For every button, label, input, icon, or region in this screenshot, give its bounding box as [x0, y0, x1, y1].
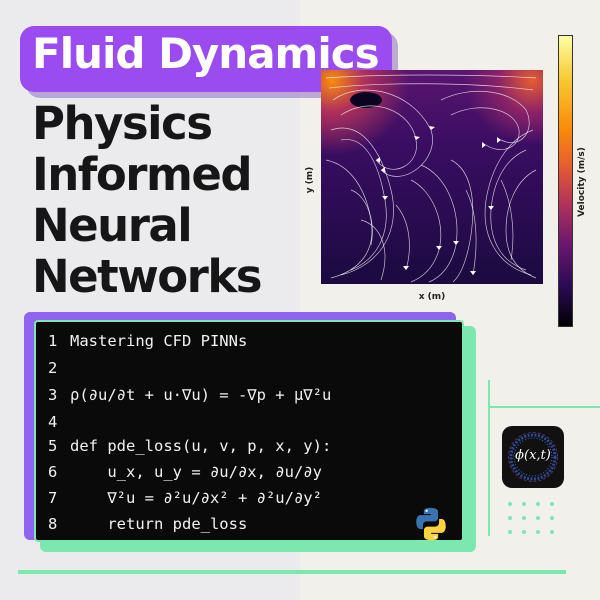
code-line: 6 u_x, u_y = ∂u/∂x, ∂u/∂y — [48, 463, 322, 481]
headline-line: Informed — [32, 148, 253, 201]
headline-line: Networks — [32, 250, 263, 303]
colorbar-label: Velocity (m/s) — [577, 147, 587, 217]
headline: Physics Informed Neural Networks — [32, 98, 312, 302]
python-logo-icon — [416, 507, 446, 541]
decorative-line-bottom — [18, 570, 566, 574]
phi-function-label: ϕ(x,t) — [515, 448, 551, 463]
y-axis-label: y (m) — [305, 166, 315, 194]
code-line: 8 return pde_loss — [48, 515, 248, 533]
decorative-line-horizontal — [488, 406, 600, 408]
phi-function-icon: ϕ(x,t) — [502, 426, 564, 488]
streamline-plot — [321, 70, 543, 284]
headline-line: Neural — [32, 199, 193, 252]
code-line: 2 — [48, 359, 58, 377]
code-line: 4 — [48, 413, 58, 431]
colorbar — [558, 35, 573, 327]
topic-badge-label: Fluid Dynamics — [32, 29, 380, 78]
code-line: 7 ∇²u = ∂²u/∂x² + ∂²u/∂y² — [48, 489, 322, 507]
x-axis-label: x (m) — [418, 292, 446, 302]
decorative-line-vertical — [488, 380, 490, 536]
headline-line: Physics — [32, 97, 213, 150]
